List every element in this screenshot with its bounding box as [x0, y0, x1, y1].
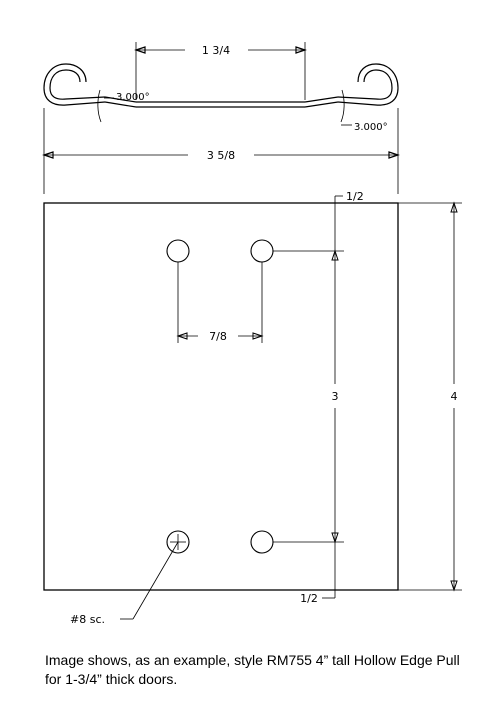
vspace-arrow-bottom	[331, 532, 339, 544]
screw-leader-diag	[132, 541, 179, 620]
screw-label: #8 sc.	[70, 613, 105, 626]
plate-outline	[43, 202, 399, 591]
web-bottom-right	[304, 101, 339, 108]
vspace-arrow-top	[331, 249, 339, 261]
hspace-arrow-left	[176, 332, 188, 340]
right-hook-inner	[337, 69, 393, 100]
depth-arrow-left	[134, 46, 146, 54]
plate-view: 7/8 3 1/2 1/2 4 #8 sc.	[43, 190, 462, 626]
hole-top-right	[250, 239, 274, 263]
hole-bottom-left	[166, 530, 190, 554]
angle-arc-right	[340, 89, 345, 123]
width-arrow-right	[388, 151, 400, 159]
right-hook-outer	[337, 63, 399, 106]
width-label: 3 5/8	[207, 149, 235, 162]
depth-label: 1 3/4	[202, 44, 230, 57]
hole-top-left	[166, 239, 190, 263]
angle-label-left: 3.000°	[116, 92, 150, 103]
profile-view: 1 3/4 3.000° 3.000° 3 5/8	[42, 42, 400, 194]
web-top-right	[304, 96, 339, 103]
hspace-arrow-right	[252, 332, 264, 340]
hspace-label: 7/8	[209, 330, 227, 343]
height-arrow-bottom	[450, 580, 458, 592]
height-label: 4	[451, 390, 458, 403]
width-arrow-left	[42, 151, 54, 159]
edge-top-label: 1/2	[346, 190, 364, 203]
height-arrow-top	[450, 201, 458, 213]
edge-bottom-label: 1/2	[300, 592, 318, 605]
left-hook-outer	[43, 63, 106, 106]
depth-arrow-right	[295, 46, 307, 54]
caption: Image shows, as an example, style RM755 …	[45, 652, 460, 687]
hole-bottom-right	[250, 530, 274, 554]
web-bottom-left	[104, 101, 137, 108]
angle-label-right: 3.000°	[354, 122, 388, 133]
left-hook-inner	[49, 69, 106, 100]
angle-arc-left	[97, 89, 102, 123]
vspace-label: 3	[332, 390, 339, 403]
